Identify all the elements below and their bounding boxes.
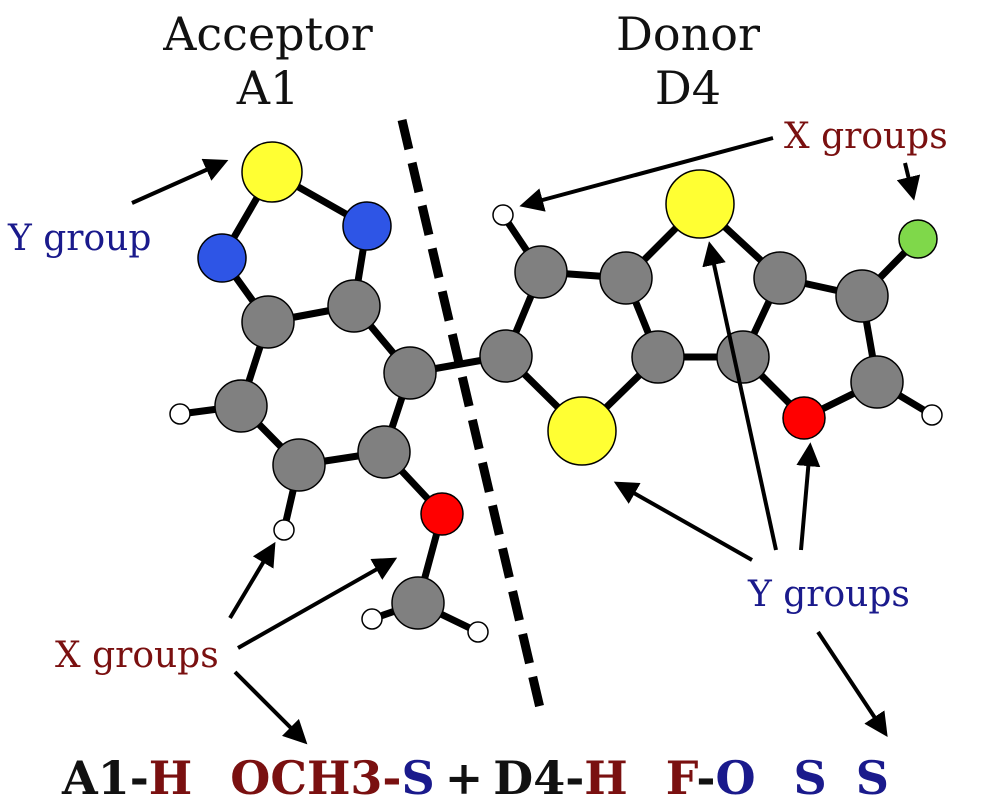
- carbon-atom: [514, 245, 568, 299]
- arrow-x-groups-bottom-och3: [237, 557, 398, 650]
- donor-atoms: [479, 169, 943, 466]
- acceptor-id: A1: [236, 61, 300, 115]
- fluorine-atom: [898, 219, 938, 259]
- oxygen-atom: [420, 492, 464, 536]
- arrow-x-groups-top-h: [519, 136, 774, 212]
- x-groups-top-label: X groups: [784, 116, 948, 157]
- arrow-x-groups-bottom-formula: [233, 670, 308, 745]
- arrow-y-groups-s1: [613, 481, 753, 562]
- carbon-atom: [835, 269, 889, 323]
- arrow-y-groups-s2: [702, 241, 778, 551]
- divider-line: [397, 118, 545, 710]
- sulfur-atom: [547, 396, 617, 466]
- carbon-atom: [327, 279, 381, 333]
- hydrogen-atom: [921, 404, 943, 426]
- formula-d4-x1: H: [584, 751, 627, 805]
- formula-d4: D4-: [493, 751, 584, 805]
- carbon-atom: [631, 330, 685, 384]
- arrow-y-groups-o: [796, 442, 821, 551]
- arrows: [131, 136, 921, 745]
- arrow-y-groups-formula: [816, 630, 888, 737]
- nitrogen-atom: [342, 201, 392, 251]
- formula-d4-y1: O: [715, 751, 755, 805]
- y-groups-label: Y groups: [747, 574, 910, 615]
- donor-title: Donor: [616, 7, 760, 61]
- formula-d4-y3: S: [856, 751, 889, 805]
- carbon-atom: [479, 329, 533, 383]
- arrow-x-groups-top-f: [896, 162, 921, 201]
- hydrogen-atom: [492, 204, 514, 226]
- oxygen-atom: [782, 396, 826, 440]
- formula-a1: A1-: [61, 751, 149, 805]
- formula-a1-x1: H: [149, 751, 192, 805]
- acceptor-title: Acceptor: [162, 7, 373, 61]
- carbon-atom: [850, 355, 904, 409]
- nitrogen-atom: [197, 233, 247, 283]
- formula-plus: +: [445, 751, 484, 805]
- arrow-x-groups-bottom-h: [228, 541, 276, 620]
- formula-dash1: -: [382, 751, 401, 805]
- carbon-atom: [391, 576, 445, 630]
- sulfur-atom: [241, 141, 303, 203]
- carbon-atom: [241, 295, 295, 349]
- acceptor-atoms: [169, 141, 489, 643]
- carbon-atom: [272, 438, 326, 492]
- hydrogen-atom: [361, 608, 383, 630]
- carbon-atom: [383, 346, 437, 400]
- donor-id: D4: [655, 61, 721, 115]
- arrow-y-group: [131, 158, 229, 205]
- hydrogen-atom: [467, 621, 489, 643]
- carbon-atom: [753, 251, 807, 305]
- y-group-label: Y group: [7, 218, 151, 259]
- formula-d4-y2: S: [794, 751, 826, 805]
- formula-a1-x2: OCH3: [230, 751, 382, 805]
- carbon-atom: [716, 330, 770, 384]
- formula-d4-x2: F: [666, 751, 699, 805]
- carbon-atom: [214, 379, 268, 433]
- hydrogen-atom: [273, 519, 295, 541]
- carbon-atom: [599, 251, 653, 305]
- hydrogen-atom: [169, 403, 191, 425]
- sulfur-atom: [665, 169, 735, 239]
- formula-a1-y: S: [402, 751, 435, 805]
- carbon-atom: [357, 425, 411, 479]
- formula-dash2: -: [696, 751, 715, 805]
- x-groups-bottom-label: X groups: [55, 635, 219, 676]
